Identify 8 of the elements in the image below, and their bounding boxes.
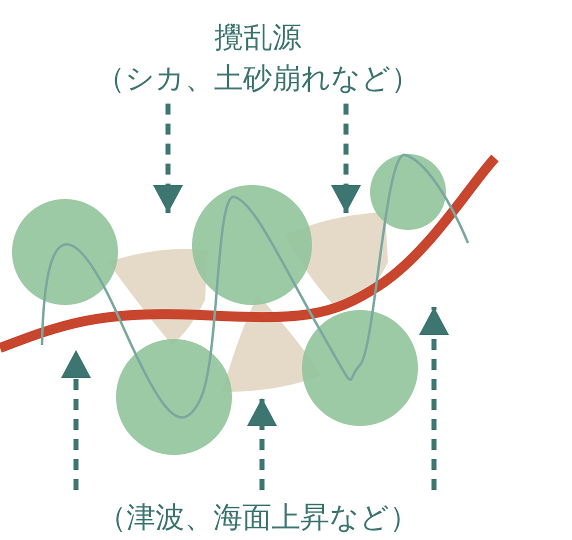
dashed-arrow <box>61 350 91 490</box>
caption-text: （シカ、土砂崩れなど） <box>95 60 421 96</box>
dashed-arrow <box>419 307 449 490</box>
dashed-arrow <box>247 398 277 490</box>
dashed-arrow <box>331 104 361 213</box>
dashed-arrow <box>153 104 183 213</box>
caption-text: （津波、海面上昇など） <box>96 500 420 535</box>
caption-text: 攪乱源 <box>214 20 302 55</box>
